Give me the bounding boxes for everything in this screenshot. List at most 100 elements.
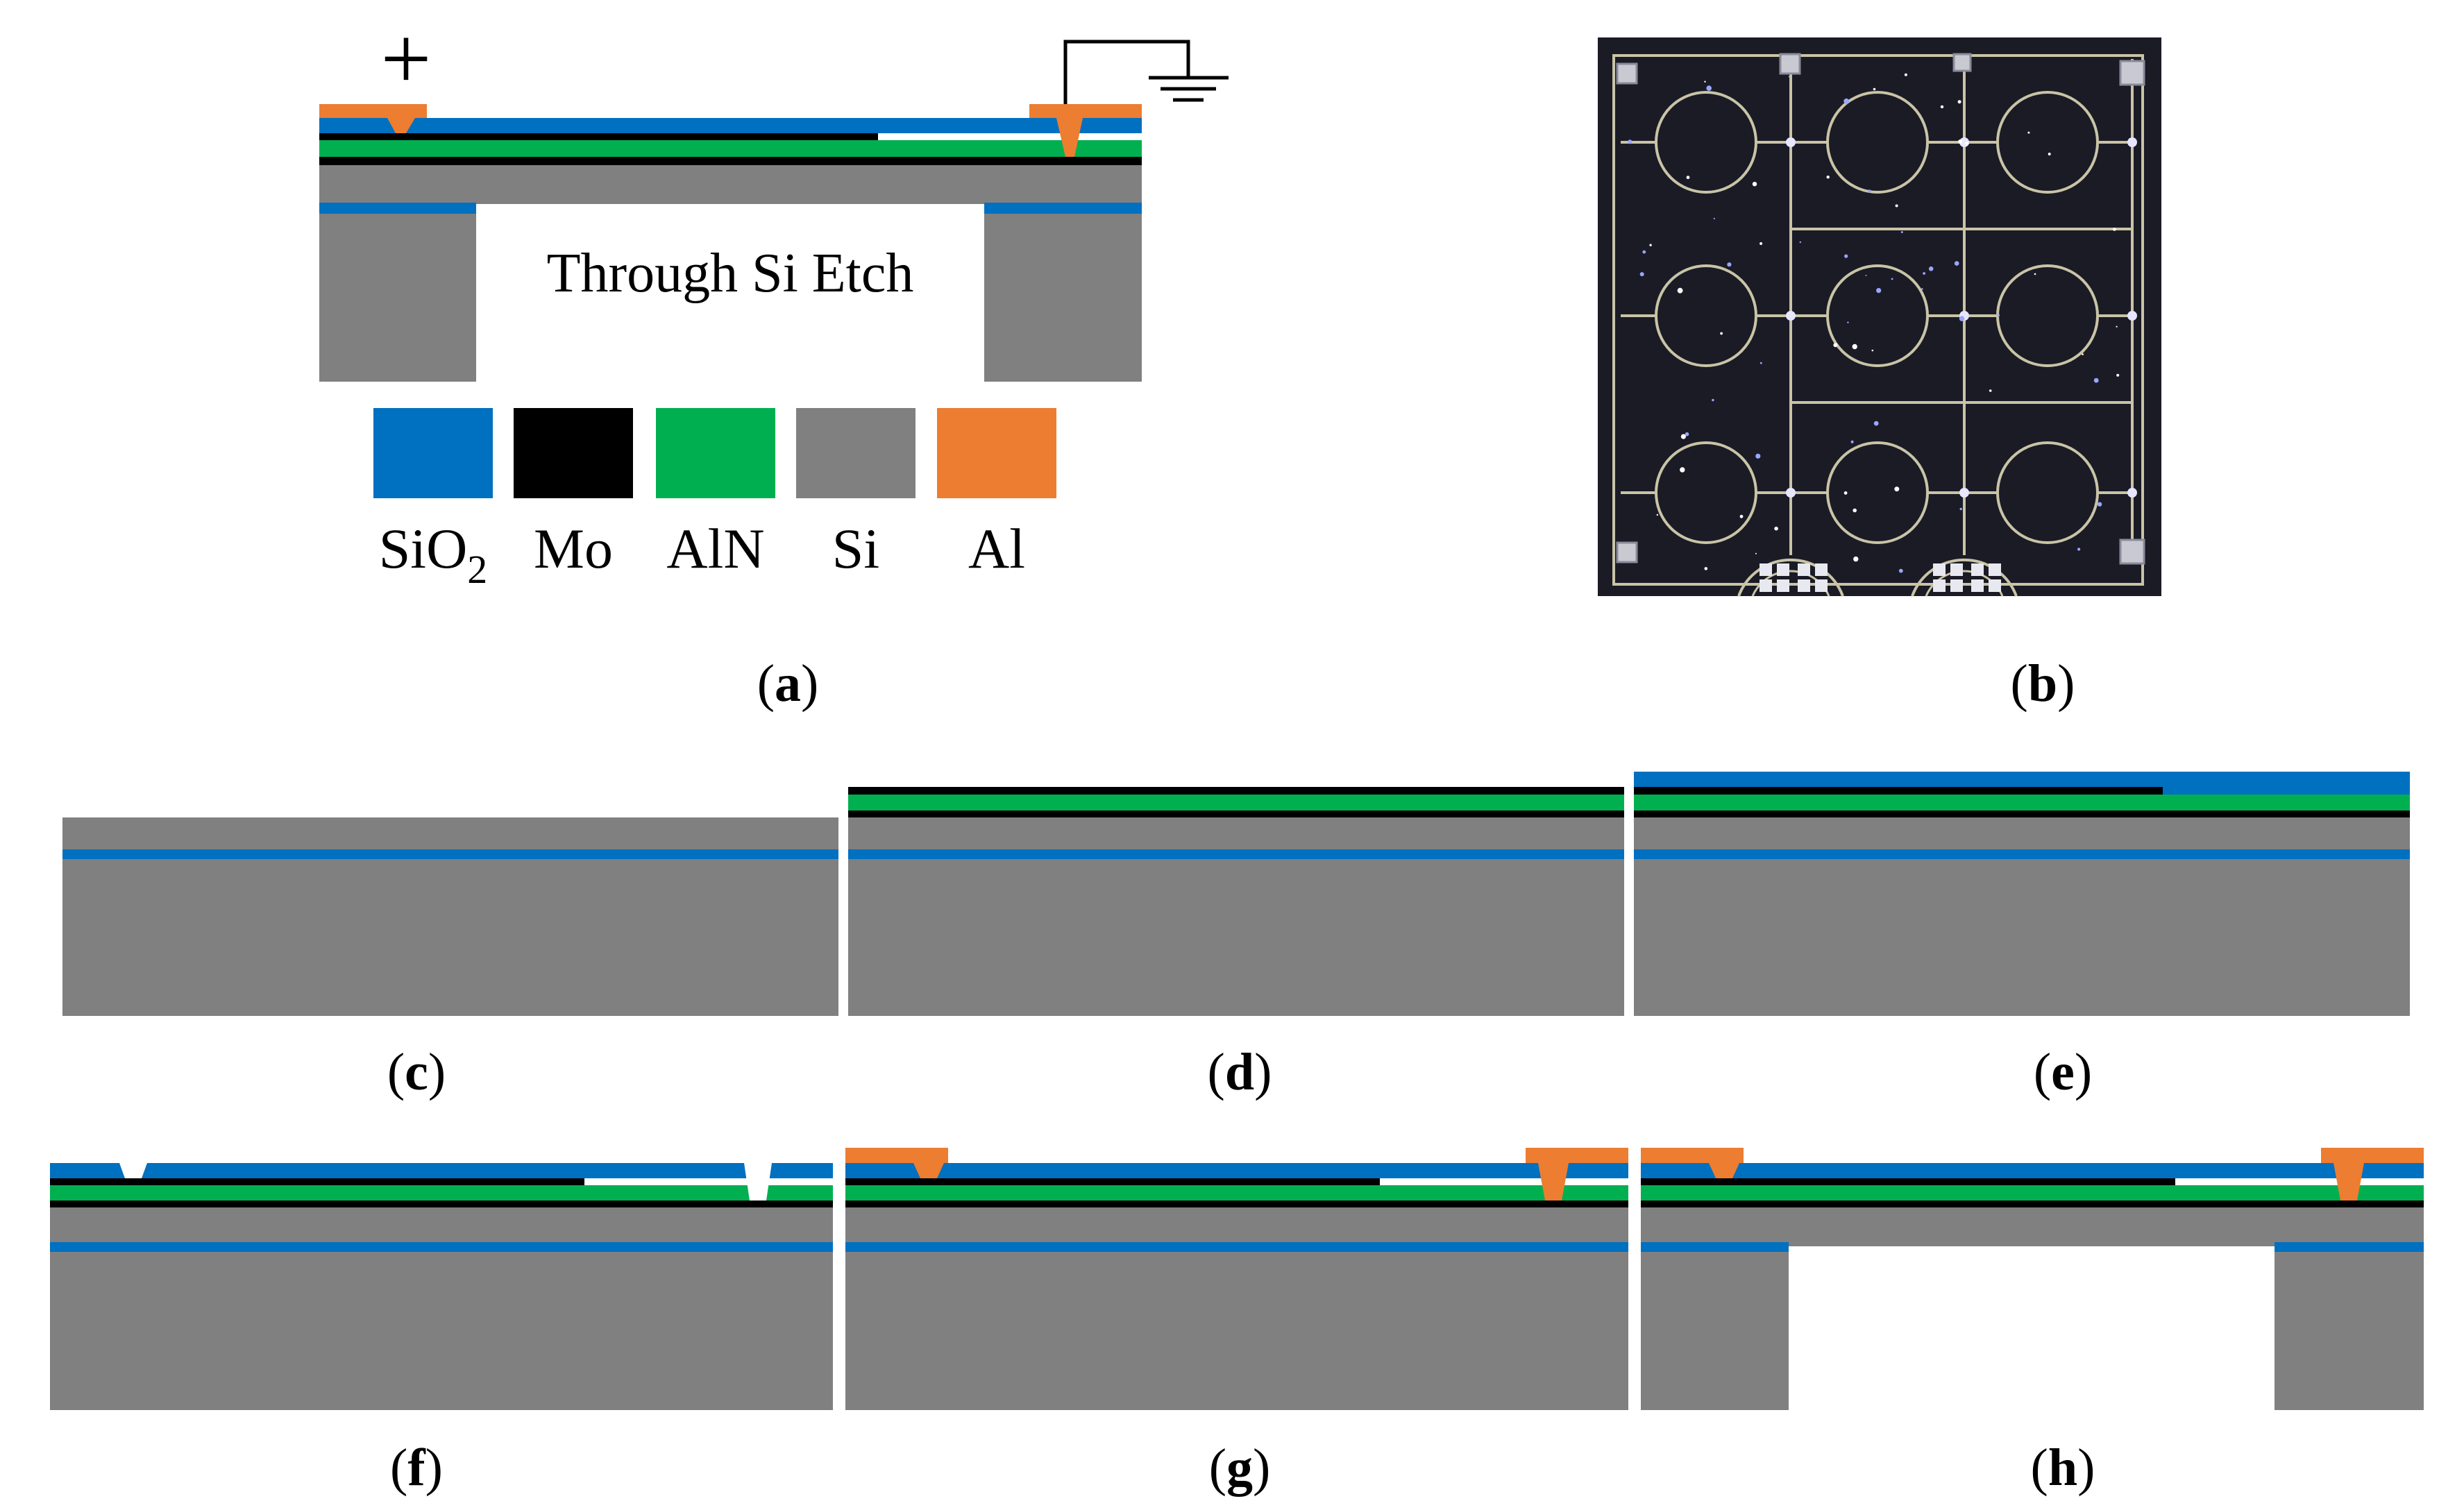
junction-dot (2127, 311, 2137, 321)
speckle (1720, 332, 1723, 335)
speckle (1923, 272, 1926, 275)
legend-swatch-si (796, 408, 915, 498)
test-pad (1798, 579, 1810, 592)
speckle (1895, 204, 1898, 207)
sio2-passivation (319, 118, 1142, 133)
si-substrate-right (2275, 1252, 2424, 1410)
bottom-mo-electrode (845, 1201, 1628, 1207)
bond-pad (1616, 62, 1638, 85)
legend-label-sio2: SiO2 (379, 517, 488, 592)
al-pad-left (845, 1148, 948, 1178)
legend-swatch-aln (656, 408, 775, 498)
si-substrate (845, 1252, 1628, 1410)
buried-oxide-right (984, 203, 1142, 214)
resonator-circle (1826, 264, 1929, 367)
speckle (1954, 261, 1959, 266)
aln-layer (319, 140, 1142, 157)
speckle (1853, 556, 1859, 562)
legend-label-si: Si (832, 517, 879, 580)
speckle (1639, 272, 1644, 277)
buried-oxide (1634, 849, 2410, 859)
aln-layer (848, 795, 1624, 811)
speckle (1760, 242, 1763, 245)
speckle (2077, 548, 2081, 551)
speckle (1704, 80, 1706, 83)
top-mo-electrode (1641, 1178, 2175, 1185)
speckle (1957, 100, 1961, 104)
speckle (1706, 85, 1712, 91)
speckle (1642, 250, 1646, 254)
bond-pad (1616, 541, 1638, 563)
speckle (1656, 514, 1659, 516)
caption-b: (b) (2011, 654, 2075, 713)
aln-layer (1634, 795, 2410, 811)
panel-g: (g) (845, 1148, 1628, 1497)
si-substrate (848, 859, 1624, 1016)
speckle (1833, 343, 1838, 348)
speckle (1760, 362, 1762, 364)
test-pad (1933, 563, 1946, 576)
junction-dot (1786, 488, 1796, 498)
resonator-circle (1996, 91, 2099, 194)
si-device-layer (62, 817, 838, 855)
speckle (1894, 486, 1900, 492)
panel-f: (f) (50, 1163, 833, 1497)
speckle (1685, 432, 1689, 436)
speckle (1755, 453, 1761, 459)
bottom-mo-electrode (1634, 811, 2410, 817)
speckle (1843, 98, 1850, 104)
speckle (1649, 244, 1652, 246)
device-photo (1598, 37, 2161, 597)
caption-c: (c) (387, 1043, 446, 1101)
si-substrate-right (984, 204, 1142, 382)
speckle (1873, 421, 1879, 426)
top-mo-electrode (845, 1178, 1380, 1185)
speckle (1959, 316, 1965, 321)
speckle (1774, 526, 1778, 531)
test-pad (1933, 579, 1946, 592)
resonator-circle (1655, 441, 1757, 544)
si-substrate (50, 1252, 833, 1410)
speckle (1997, 314, 2000, 316)
speckle (1686, 176, 1690, 180)
speckle (1844, 254, 1848, 258)
speckle (1940, 105, 1944, 109)
si-device-layer (848, 817, 1624, 855)
si-substrate-left (1641, 1252, 1789, 1410)
resonator-circle (1655, 264, 1757, 367)
test-pad (1815, 563, 1828, 576)
legend-label-al: Al (968, 517, 1025, 580)
bond-pad (2119, 60, 2145, 86)
bond-pad (1952, 53, 1972, 72)
caption-h: (h) (2031, 1439, 2095, 1497)
speckle (1873, 87, 1876, 91)
junction-dot (1959, 488, 1969, 498)
speckle (1891, 278, 1893, 280)
si-device-layer (845, 1207, 1628, 1246)
speckle (1755, 552, 1757, 554)
speckle (1876, 288, 1882, 294)
test-pad (1989, 563, 2001, 576)
sio2-passivation (1641, 1163, 2424, 1178)
via-opening-bottom (744, 1163, 772, 1201)
test-structure-arc (1911, 558, 2018, 597)
speckle (1847, 321, 1849, 323)
buried-oxide (845, 1242, 1628, 1252)
speckle (1677, 287, 1683, 294)
speckle (1680, 434, 1686, 439)
test-pad (1989, 579, 2001, 592)
speckle (1900, 231, 1903, 233)
through-si-etch-label: Through Si Etch (547, 243, 914, 304)
junction-dot (2127, 488, 2137, 498)
speckle (1958, 139, 1963, 144)
bond-pad (2119, 538, 2145, 565)
speckle (2082, 353, 2084, 355)
si-device-layer (1641, 1207, 2424, 1246)
speckle (1898, 568, 1903, 573)
speckle (1853, 508, 1857, 513)
panel-h: (h) (1641, 1148, 2424, 1497)
speckle (1799, 241, 1801, 244)
